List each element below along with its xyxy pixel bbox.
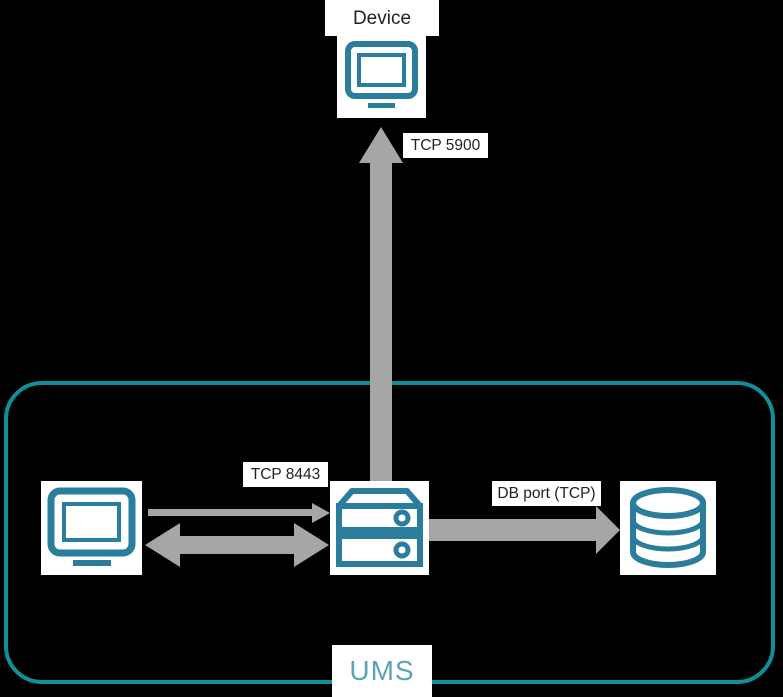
connection-label-db-port: DB port (TCP) — [492, 481, 601, 506]
monitor-icon — [47, 487, 136, 566]
connection-label-tcp-8443: TCP 8443 — [243, 462, 328, 487]
monitor-icon — [345, 41, 418, 108]
server-node[interactable] — [330, 481, 429, 575]
ums-boundary-label: UMS — [332, 645, 432, 697]
device-node[interactable] — [337, 35, 426, 118]
database-node[interactable] — [620, 481, 716, 575]
server-icon — [336, 488, 423, 567]
connection-label-tcp-5900: TCP 5900 — [403, 133, 488, 158]
database-icon — [630, 487, 706, 568]
device-label: Device — [325, 0, 439, 36]
client-node[interactable] — [41, 481, 142, 575]
